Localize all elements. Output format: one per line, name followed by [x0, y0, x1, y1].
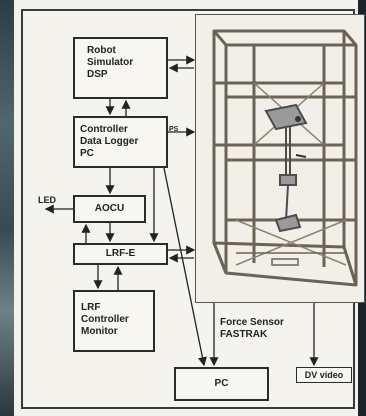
fastrak-label: FASTRAK	[220, 329, 268, 340]
lrf-controller-line-3: Monitor	[81, 326, 118, 337]
robot-simulator-block: Robot Simulator DSP	[73, 37, 168, 99]
robot-test-rig-photo	[195, 14, 365, 303]
pc-label: PC	[214, 378, 229, 389]
controller-line-2: Data Logger	[80, 136, 139, 147]
arrow-controller-to-pc	[163, 167, 207, 367]
force-sensor-label: Force Sensor	[220, 317, 284, 328]
lrf-controller-monitor-block: LRF Controller Monitor	[73, 290, 155, 352]
connection-arrows	[44, 55, 319, 367]
robot-simulator-line-2: Simulator	[87, 57, 134, 68]
controller-line-3: PC	[80, 148, 94, 159]
ps-label: PS	[169, 126, 179, 133]
controller-data-logger-block: Controller Data Logger PC	[73, 116, 168, 168]
aocu-label: AOCU	[94, 203, 125, 214]
dv-video-block: DV video	[296, 367, 352, 383]
controller-line-1: Controller	[80, 124, 128, 135]
lrf-controller-line-2: Controller	[81, 314, 129, 325]
pc-block: PC	[174, 367, 269, 401]
background-photo-edge	[0, 0, 14, 416]
lrf-e-label: LRF-E	[105, 248, 136, 259]
robot-simulator-line-1: Robot	[87, 45, 116, 56]
led-label: LED	[38, 195, 56, 205]
aocu-block: AOCU	[73, 195, 146, 223]
robot-simulator-line-3: DSP	[87, 69, 108, 80]
dv-video-label: DV video	[304, 370, 344, 380]
test-rig-frame-drawing	[212, 29, 358, 287]
diagram-figure: Robot Simulator DSP Controller Data Logg…	[14, 0, 365, 416]
lrf-e-block: LRF-E	[73, 243, 168, 265]
lrf-controller-line-1: LRF	[81, 302, 101, 313]
